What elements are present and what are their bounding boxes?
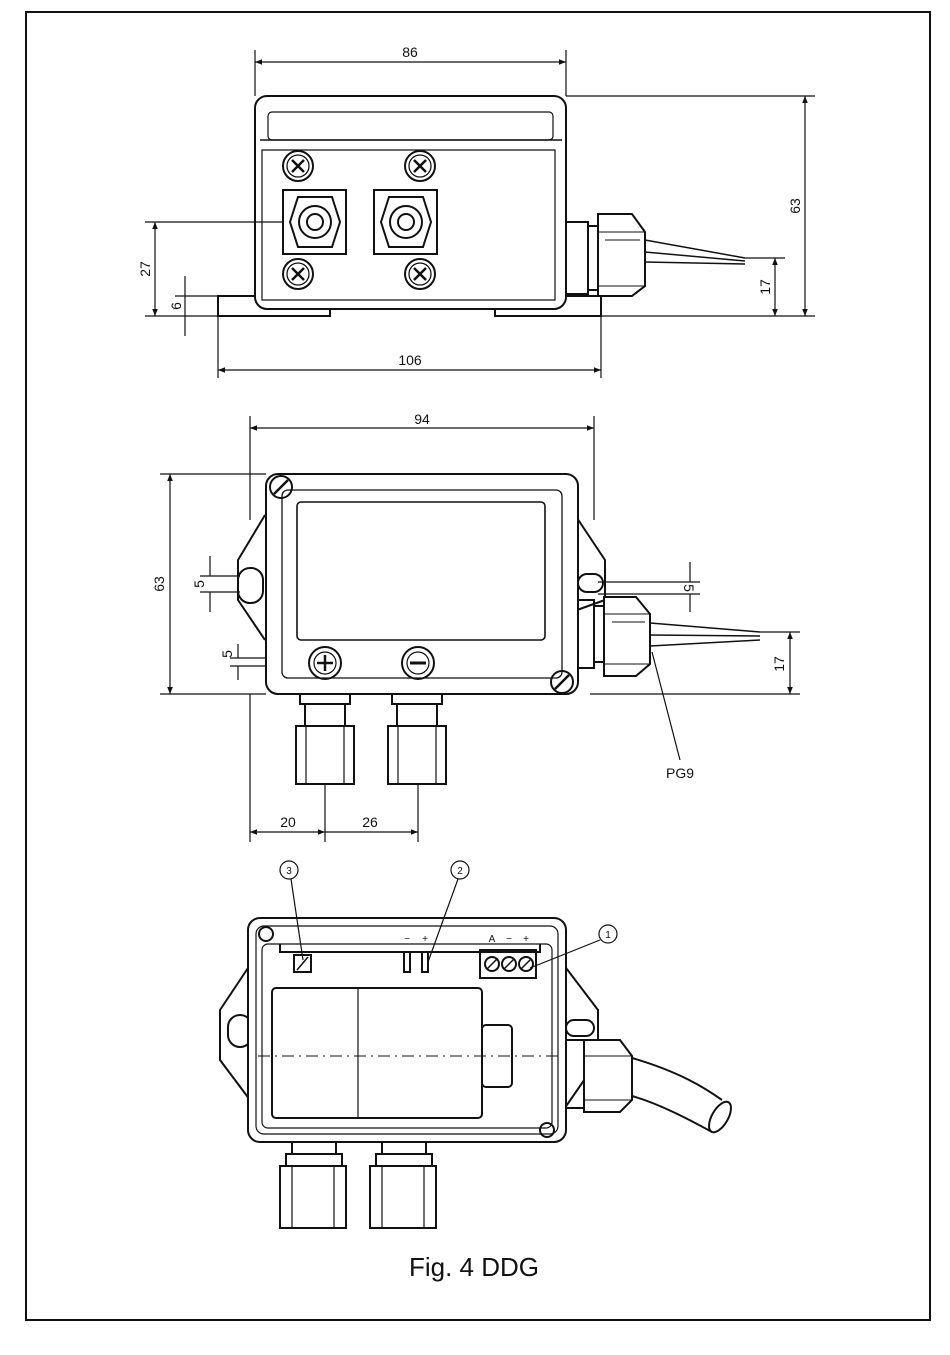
- dim-front-margin-low: 5: [219, 650, 235, 658]
- terminal-label-a: A: [489, 934, 496, 945]
- dim-front-slot-right: 5: [681, 584, 697, 592]
- dim-front-cable-height: 17: [771, 656, 787, 672]
- dim-top-cable-height: 17: [757, 279, 773, 295]
- minus-icon: [402, 647, 434, 679]
- jumper-label-plus: +: [422, 934, 428, 945]
- dim-top-width: 86: [402, 44, 418, 60]
- dim-top-height: 63: [787, 198, 803, 214]
- terminal-label-plus: +: [523, 934, 529, 945]
- screw-icon: [283, 151, 313, 181]
- dim-top-port-height: 27: [137, 261, 153, 277]
- top-view: [218, 96, 745, 316]
- callout-2-label: 2: [457, 866, 463, 877]
- front-view: [238, 474, 760, 784]
- dim-front-port-spacing: 26: [362, 814, 378, 830]
- dim-front-slot-left: 5: [191, 580, 207, 588]
- dim-top-total-width: 106: [398, 352, 422, 368]
- terminal-label-minus: −: [506, 934, 512, 945]
- callout-3-label: 3: [286, 866, 292, 877]
- figure-caption: Fig. 4 DDG: [409, 1252, 539, 1282]
- screw-icon: [283, 259, 313, 289]
- screw-icon: [405, 151, 435, 181]
- internal-view: [220, 918, 735, 1228]
- dim-front-width: 94: [414, 411, 430, 427]
- screw-icon: [405, 259, 435, 289]
- dim-top-foot-height: 6: [168, 302, 184, 310]
- callout-1-label: 1: [605, 930, 611, 941]
- dim-front-port-left: 20: [280, 814, 296, 830]
- housing-front: [266, 474, 578, 694]
- gland-label: PG9: [666, 765, 694, 781]
- plus-icon: [309, 647, 341, 679]
- jumper-label-minus: −: [404, 934, 410, 945]
- dim-front-height: 63: [151, 576, 167, 592]
